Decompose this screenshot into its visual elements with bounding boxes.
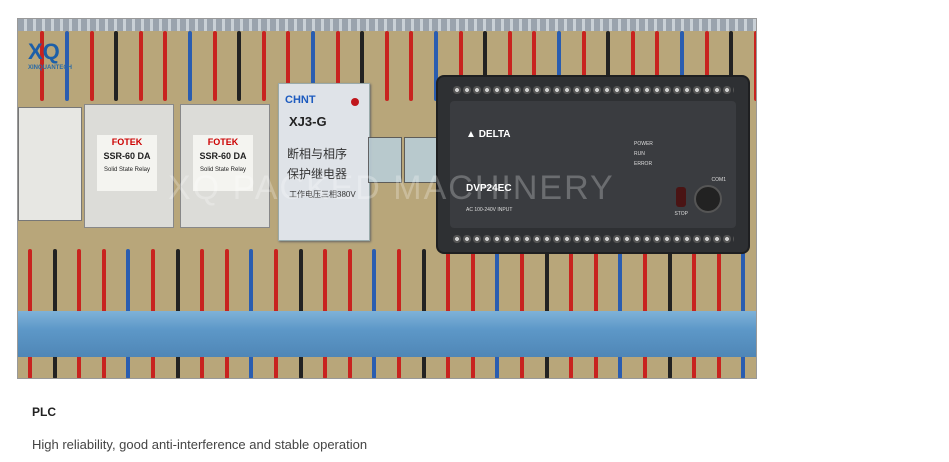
logo-subtext: XINQUANTECH: [28, 65, 73, 71]
wire: [581, 31, 586, 101]
plc-brand: ▲ DELTA: [466, 129, 511, 140]
ssr-model: SSR-60 DA: [199, 151, 247, 161]
wire: [261, 31, 266, 101]
relay-model: XJ3-G: [289, 114, 327, 129]
wire: [729, 31, 734, 101]
plc-status-power: POWER: [634, 141, 653, 147]
plc-com-label: COM1: [711, 177, 726, 183]
plc-terminals-top: [452, 85, 734, 95]
wire: [483, 31, 488, 101]
solid-state-relay: FOTEK SSR-60 DA Solid State Relay: [84, 104, 174, 228]
run-stop-switch: [676, 187, 686, 207]
wire: [64, 31, 69, 101]
wire: [40, 31, 45, 101]
plc-input-label: AC 100-240V INPUT: [466, 207, 513, 213]
wire: [138, 31, 143, 101]
ssr-brand: FOTEK: [111, 137, 143, 147]
blue-wire-duct: [18, 311, 756, 357]
relay-name-line1: 断相与相序: [287, 147, 348, 161]
indicator-led: [351, 98, 359, 106]
logo-text: XQ: [28, 39, 60, 64]
wire: [606, 31, 611, 101]
wire: [433, 31, 438, 101]
wire: [556, 31, 561, 101]
ssr-model: SSR-60 DA: [103, 151, 151, 161]
wire: [409, 31, 414, 101]
ssr-type: Solid State Relay: [199, 167, 247, 173]
wire: [753, 31, 756, 101]
wire: [679, 31, 684, 101]
com-port: [694, 185, 722, 213]
plc-unit: ▲ DELTA POWER RUN ERROR DVP24EC AC 100-240…: [438, 77, 748, 252]
plc-brand-text: DELTA: [478, 129, 511, 140]
plc-status-error: ERROR: [634, 161, 653, 167]
ssr-type: Solid State Relay: [103, 167, 151, 173]
wire: [89, 31, 94, 101]
wire: [507, 31, 512, 101]
relay-brand: CHNT: [285, 94, 316, 106]
section-description: High reliability, good anti-interference…: [32, 437, 368, 452]
wire: [360, 31, 365, 101]
intermediate-relay: [368, 137, 402, 183]
relay-name-line2: 保护继电器: [287, 167, 348, 181]
wire: [335, 31, 340, 101]
plc-stop-label: STOP: [674, 211, 688, 217]
wire: [310, 31, 315, 101]
wire: [458, 31, 463, 101]
intermediate-relay: [404, 137, 438, 183]
wire: [212, 31, 217, 101]
wire: [114, 31, 119, 101]
solid-state-relay: FOTEK SSR-60 DA Solid State Relay: [180, 104, 270, 228]
watermark: XQ PACKED MACHINERY: [168, 169, 615, 207]
plc-terminals-bottom: [452, 234, 734, 244]
wire: [286, 31, 291, 101]
plc-status-run: RUN: [634, 151, 645, 157]
wire: [655, 31, 660, 101]
plc-face: [450, 101, 736, 228]
ssr-brand: FOTEK: [207, 137, 239, 147]
wire: [704, 31, 709, 101]
phase-protection-relay: CHNT XJ3-G 断相与相序保护继电器 工作电压三相380V: [278, 83, 370, 241]
wire: [532, 31, 537, 101]
relay-spec: 工作电压三相380V: [289, 190, 356, 199]
wire: [630, 31, 635, 101]
contactor: [18, 107, 82, 221]
top-wire-duct: [18, 19, 756, 31]
section-title: PLC: [32, 405, 56, 419]
plc-model: DVP24EC: [466, 183, 512, 194]
wire: [384, 31, 389, 101]
wire: [163, 31, 168, 101]
wire: [187, 31, 192, 101]
wire: [237, 31, 242, 101]
